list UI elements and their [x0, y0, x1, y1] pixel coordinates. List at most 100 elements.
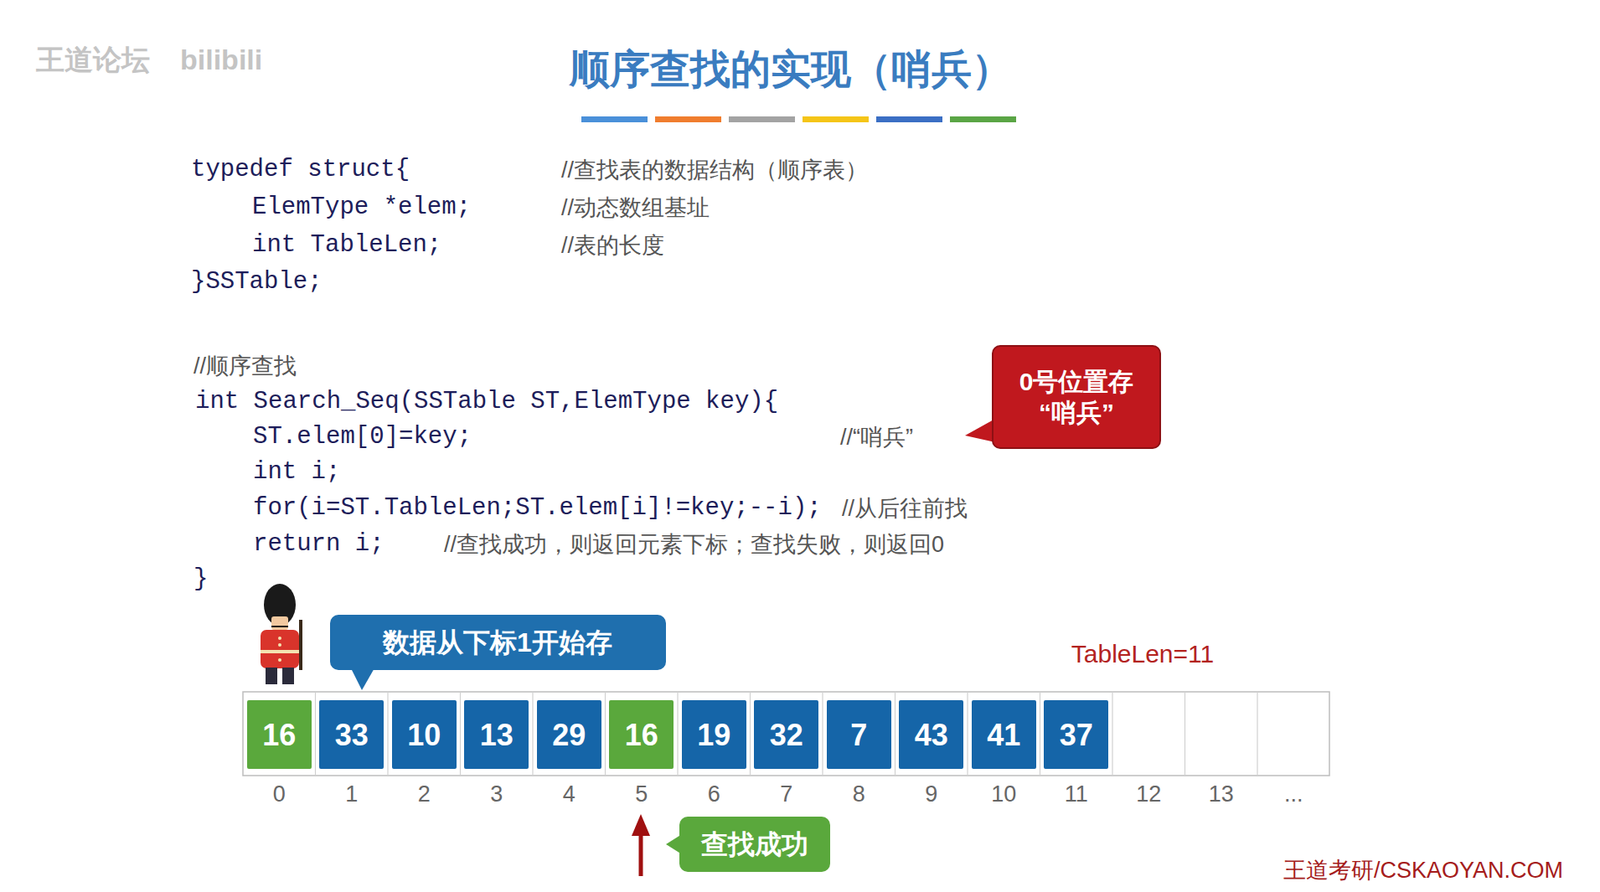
box-text: 10 — [407, 716, 441, 754]
array-index: 2 — [418, 780, 431, 808]
slot-divider — [459, 691, 461, 776]
code-line: } — [193, 565, 208, 595]
slot-divider — [966, 691, 968, 776]
color-bar — [949, 116, 1017, 123]
array-frame — [242, 691, 1330, 776]
soldier-leg — [282, 667, 295, 685]
callout-box: 数据从下标1开始存 — [330, 614, 666, 671]
watermark: 王道论坛 — [36, 42, 150, 78]
box-text: 16 — [262, 716, 296, 754]
array-index: 6 — [707, 780, 721, 808]
code-line: ST.elem[0]=key; — [252, 423, 472, 453]
soldier-belt — [260, 650, 300, 654]
color-bar — [655, 116, 722, 123]
color-bar — [802, 116, 869, 123]
array-index: ... — [1284, 780, 1304, 808]
box-text: 7 — [850, 716, 868, 754]
box-text: 29 — [552, 716, 586, 754]
slot-divider — [1039, 691, 1041, 776]
callout-tail — [350, 666, 376, 691]
slide-title: 顺序查找的实现（哨兵） — [569, 45, 1012, 94]
array-index: 1 — [345, 780, 358, 808]
slot-divider — [387, 691, 388, 776]
array-cell: 43 — [898, 700, 964, 770]
array-index: 5 — [634, 780, 648, 808]
color-bar — [876, 116, 943, 123]
array-cell: 19 — [681, 700, 747, 770]
box-text: 33 — [335, 716, 369, 754]
watermark: bilibili — [180, 42, 263, 78]
slot-dividers — [315, 691, 1259, 776]
arrow-head — [631, 814, 651, 837]
box-text: 19 — [696, 716, 731, 754]
soldier-face — [271, 616, 289, 630]
array-index: 4 — [562, 780, 576, 808]
box-text: 数据从下标1开始存 — [382, 625, 613, 660]
slot-divider — [1184, 691, 1186, 776]
callout-box: 0号位置存 “哨兵” — [991, 345, 1162, 450]
array-index: 13 — [1208, 780, 1234, 808]
box-text: 查找成功 — [701, 827, 809, 862]
array-index: 8 — [852, 780, 866, 808]
array-index: 9 — [924, 780, 938, 808]
array-cell: 37 — [1043, 700, 1109, 770]
code-line: for(i=ST.TableLen;ST.elem[i]!=key;--i); — [252, 494, 822, 524]
color-bar — [581, 116, 648, 123]
code-line: int Search_Seq(SSTable ST,ElemType key){ — [195, 387, 779, 418]
array-index: 0 — [273, 780, 286, 808]
array-outline — [242, 691, 1330, 776]
code-line: typedef struct{ — [190, 155, 410, 186]
array-cell: 16 — [247, 700, 312, 770]
array-cell: 16 — [609, 700, 674, 770]
arrow-shaft — [639, 832, 644, 877]
array-cell: 32 — [753, 700, 819, 770]
array-cell: 10 — [392, 700, 457, 770]
array-index: 7 — [779, 780, 793, 808]
box-text: 41 — [986, 716, 1021, 754]
code-line: int i; — [252, 458, 341, 488]
soldier-coat — [260, 629, 300, 669]
length-note: TableLen=11 — [1071, 639, 1214, 670]
box-text: 43 — [914, 716, 949, 754]
code-line: return i; — [252, 530, 385, 560]
array-index: 10 — [990, 780, 1017, 808]
title-color-bars — [581, 116, 1017, 123]
soldier-button — [278, 658, 282, 662]
soldier-icon — [260, 583, 301, 685]
code-comment: //动态数组基址 — [561, 194, 710, 222]
slot-divider — [676, 691, 678, 776]
box-text: 32 — [769, 716, 804, 754]
array-cell: 7 — [826, 700, 892, 770]
code-line: int TableLen; — [252, 231, 442, 261]
array-index: 3 — [490, 780, 503, 808]
code-line: }SSTable; — [190, 268, 323, 298]
code-comment: //查找成功，则返回元素下标；查找失败，则返回0 — [443, 531, 945, 558]
array-cell: 29 — [536, 700, 602, 770]
soldier-strap — [271, 625, 289, 628]
code-comment: //从后往前找 — [841, 495, 968, 522]
code-comment: //“哨兵” — [840, 423, 914, 451]
slot-divider — [749, 691, 751, 776]
color-bar — [728, 116, 795, 123]
slot-divider — [314, 691, 316, 776]
soldier-button — [278, 643, 282, 647]
code-comment: //顺序查找 — [193, 352, 297, 380]
callout-tail — [965, 418, 996, 443]
array-cell: 33 — [319, 700, 384, 770]
code-comment: //表的长度 — [561, 232, 665, 259]
code-line: ElemType *elem; — [252, 193, 471, 223]
box-text: 0号位置存 “哨兵” — [1011, 366, 1142, 429]
found-arrow — [631, 814, 651, 877]
array-cell: 41 — [971, 700, 1037, 770]
box-text: 16 — [624, 716, 659, 754]
slot-divider — [1256, 691, 1258, 776]
array-cell: 13 — [464, 700, 529, 770]
soldier-rifle — [299, 619, 303, 671]
slot-divider — [894, 691, 896, 776]
array-index: 11 — [1064, 780, 1089, 808]
slot-divider — [531, 691, 533, 776]
callout-box: 查找成功 — [679, 816, 831, 873]
slot-divider — [821, 691, 823, 776]
slot-divider — [1111, 691, 1113, 776]
